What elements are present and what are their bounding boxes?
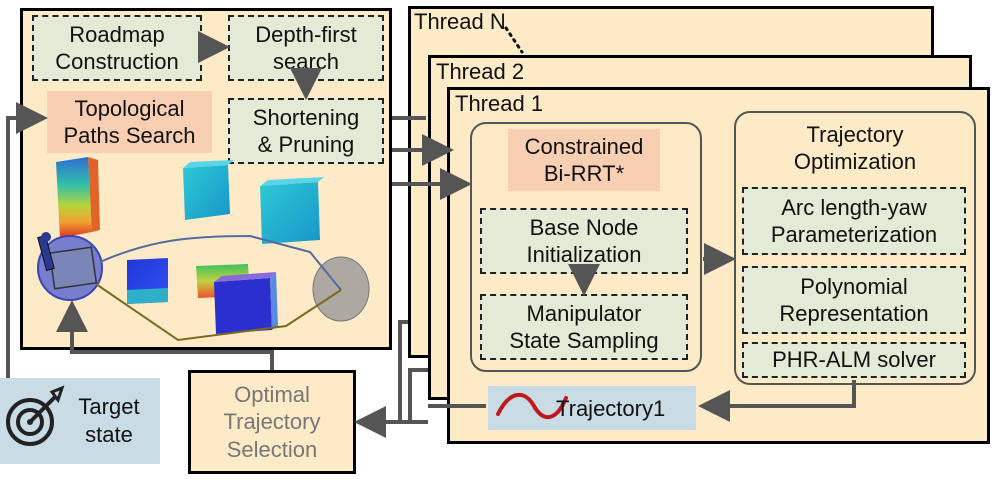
thread-2-label: Thread 2 <box>436 59 525 84</box>
arc-length-yaw-box: Arc length-yaw Parameterization <box>742 187 966 255</box>
optimal-trajectory-selection-box: Optimal Trajectory Selection <box>188 370 356 474</box>
obstacle-block-blue <box>127 258 168 304</box>
bi-rrt-title: Constrained Bi-RRT* <box>508 129 660 191</box>
topological-path-lower <box>95 283 342 342</box>
topological-paths-search-title: Topological Paths Search <box>47 91 212 153</box>
trajectory-optimization-title: Trajectory Optimization <box>793 121 917 175</box>
obstacle-block-large <box>214 272 278 334</box>
obstacle-cube-teal-1 <box>183 160 234 220</box>
robot-start <box>37 232 103 301</box>
base-node-initialization-box: Base Node Initialization <box>480 208 688 274</box>
manipulator-state-sampling-box: Manipulator State Sampling <box>480 294 688 360</box>
polynomial-representation-box: Polynomial Representation <box>742 266 966 334</box>
shortening-pruning-box: Shortening & Pruning <box>228 98 384 164</box>
phr-alm-solver-box: PHR-ALM solver <box>742 342 966 378</box>
target-state-label: Target state <box>78 394 140 447</box>
roadmap-construction-box: Roadmap Construction <box>32 15 202 81</box>
thread-n-label: Thread N <box>414 9 506 34</box>
obstacle-cube-teal-2 <box>260 177 324 244</box>
obstacle-pillar <box>56 157 100 238</box>
target-state-panel <box>0 378 160 464</box>
topological-path-upper <box>99 234 342 291</box>
trajectory1-label: Trajectory1 <box>556 396 666 421</box>
thread-1-label: Thread 1 <box>455 91 544 116</box>
